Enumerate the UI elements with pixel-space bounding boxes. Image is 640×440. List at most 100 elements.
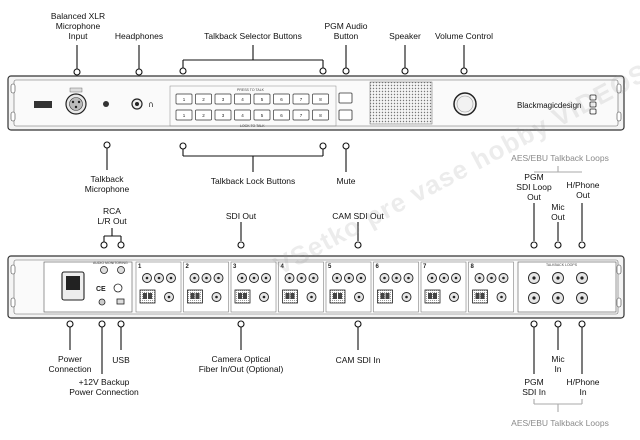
talkback-lock-button xyxy=(253,109,271,121)
talkback-lock-button-label: 7 xyxy=(300,113,303,118)
label-hphone-out: H/Phone Out xyxy=(566,180,600,200)
label-backup-power: +12V Backup Power Connection xyxy=(69,377,139,397)
channel-number: 5 xyxy=(328,264,332,270)
label-rca-out: RCA L/R Out xyxy=(97,206,127,226)
channel-group xyxy=(420,261,467,313)
svg-text:∩: ∩ xyxy=(148,100,154,109)
talkback-lock-button xyxy=(292,109,310,121)
talkback-select-button xyxy=(214,93,232,105)
talkback-select-button xyxy=(292,93,310,105)
channel-group xyxy=(183,261,229,313)
optical-fiber-port xyxy=(282,289,298,304)
label-mute: Mute xyxy=(336,176,356,186)
rear-callouts xyxy=(66,166,586,412)
label-sdi-out: SDI Out xyxy=(225,211,257,221)
optical-fiber-port xyxy=(329,289,346,304)
channel-group xyxy=(230,261,277,313)
label-hphone-in: H/Phone In xyxy=(566,377,600,397)
label-headphones: Headphones xyxy=(114,31,164,41)
talkback-lock-button xyxy=(175,109,193,121)
talkback-lock-button xyxy=(195,109,212,121)
talkback-select-button-label: 3 xyxy=(222,97,225,102)
label-mic-in: Mic In xyxy=(551,354,565,374)
talkback-lock-button-label: 1 xyxy=(183,113,186,118)
talkback-select-button xyxy=(253,93,271,105)
channel-number: 7 xyxy=(423,264,427,270)
talkback-select-button-label: 5 xyxy=(261,97,264,102)
usb-connector xyxy=(116,298,125,305)
mute-button xyxy=(338,109,353,121)
front-panel: ∩ 1 2 3 4 5 6 7 8 1 2 3 4 5 6 7 8 PRESS TO TALK LOCK T… xyxy=(7,75,625,131)
talkback-lock-button-label: 5 xyxy=(261,113,264,118)
talkback-select-button-label: 4 xyxy=(241,97,244,102)
front-callouts xyxy=(73,45,468,172)
talkback-select-button xyxy=(175,93,193,105)
label-pgm-audio-button: PGM Audio Button xyxy=(324,21,368,41)
rear-channel-groups: 1 2 3 4 5 6 7 8 xyxy=(135,261,514,313)
optical-fiber-port xyxy=(424,289,441,304)
talkback-select-button-label: 7 xyxy=(300,97,303,102)
pgm-audio-button xyxy=(338,92,353,104)
label-volume-control: Volume Control xyxy=(434,31,494,41)
rca-right xyxy=(117,266,125,274)
label-aes-ebu-top: AES/EBU Talkback Loops xyxy=(511,153,609,163)
talkback-lock-button xyxy=(214,109,232,121)
label-usb: USB xyxy=(112,355,130,365)
rca-left xyxy=(100,266,108,274)
talkback-select-button-label: 2 xyxy=(202,97,205,102)
talkback-lock-button-label: 4 xyxy=(241,113,244,118)
talkback-selector-buttons: 1 2 3 4 5 6 7 8 xyxy=(175,93,329,105)
talkback-lock-button xyxy=(273,109,290,121)
talkback-lock-buttons: 1 2 3 4 5 6 7 8 xyxy=(175,109,329,121)
label-camera-optical: Camera Optical Fiber In/Out (Optional) xyxy=(198,354,284,374)
press-to-talk-text: PRESS TO TALK xyxy=(237,88,265,92)
optical-fiber-port xyxy=(234,289,251,304)
channel-group xyxy=(468,261,514,313)
label-pgm-sdi-loop-out: PGM SDI Loop Out xyxy=(516,172,552,202)
channel-group xyxy=(325,261,372,313)
label-pgm-sdi-in: PGM SDI In xyxy=(522,377,546,397)
channel-group xyxy=(135,261,182,313)
lock-to-talk-text: LOCK TO TALK xyxy=(240,124,265,128)
backup-power-connector xyxy=(98,298,106,306)
label-aes-ebu-bottom: AES/EBU Talkback Loops xyxy=(511,418,609,428)
talkback-select-button xyxy=(195,93,212,105)
optical-fiber-port xyxy=(472,289,488,304)
channel-number: 6 xyxy=(376,264,380,270)
speaker-grille xyxy=(369,81,433,125)
brand-text: Blackmagicdesign xyxy=(517,101,581,110)
label-talkback-selector: Talkback Selector Buttons xyxy=(204,31,302,41)
talkback-lock-button-label: 6 xyxy=(280,113,283,118)
talkback-select-button-label: 8 xyxy=(319,97,322,102)
talkback-lock-button-label: 8 xyxy=(319,113,322,118)
talkback-lock-button-label: 2 xyxy=(202,113,205,118)
talkback-lock-button xyxy=(312,109,329,121)
audio-monitoring-text: AUDIO MONITORING xyxy=(93,261,128,265)
talkback-microphone xyxy=(103,101,109,107)
label-xlr-input: Balanced XLR Microphone Input xyxy=(50,11,106,41)
label-power-connection: Power Connection xyxy=(48,354,92,374)
channel-number: 4 xyxy=(281,264,285,270)
label-talkback-lock: Talkback Lock Buttons xyxy=(210,176,296,186)
label-talkback-microphone: Talkback Microphone xyxy=(84,174,130,194)
talkback-select-button-label: 1 xyxy=(183,97,186,102)
talkback-lock-button xyxy=(234,109,251,121)
optical-fiber-port xyxy=(139,289,156,304)
channel-number: 2 xyxy=(186,264,190,270)
channel-number: 1 xyxy=(138,264,142,270)
optical-fiber-port xyxy=(187,289,203,304)
talkback-select-button xyxy=(234,93,251,105)
label-speaker: Speaker xyxy=(389,31,421,41)
channel-number: 8 xyxy=(471,264,475,270)
talkback-loop-connectors xyxy=(528,272,588,304)
talkback-lock-button-label: 3 xyxy=(222,113,225,118)
channel-group xyxy=(373,261,419,313)
svg-text:CE: CE xyxy=(96,286,106,293)
talkback-select-button-label: 6 xyxy=(280,97,283,102)
talkback-select-button xyxy=(273,93,290,105)
label-cam-sdi-out: CAM SDI Out xyxy=(332,211,384,221)
channel-number: 3 xyxy=(233,264,237,270)
